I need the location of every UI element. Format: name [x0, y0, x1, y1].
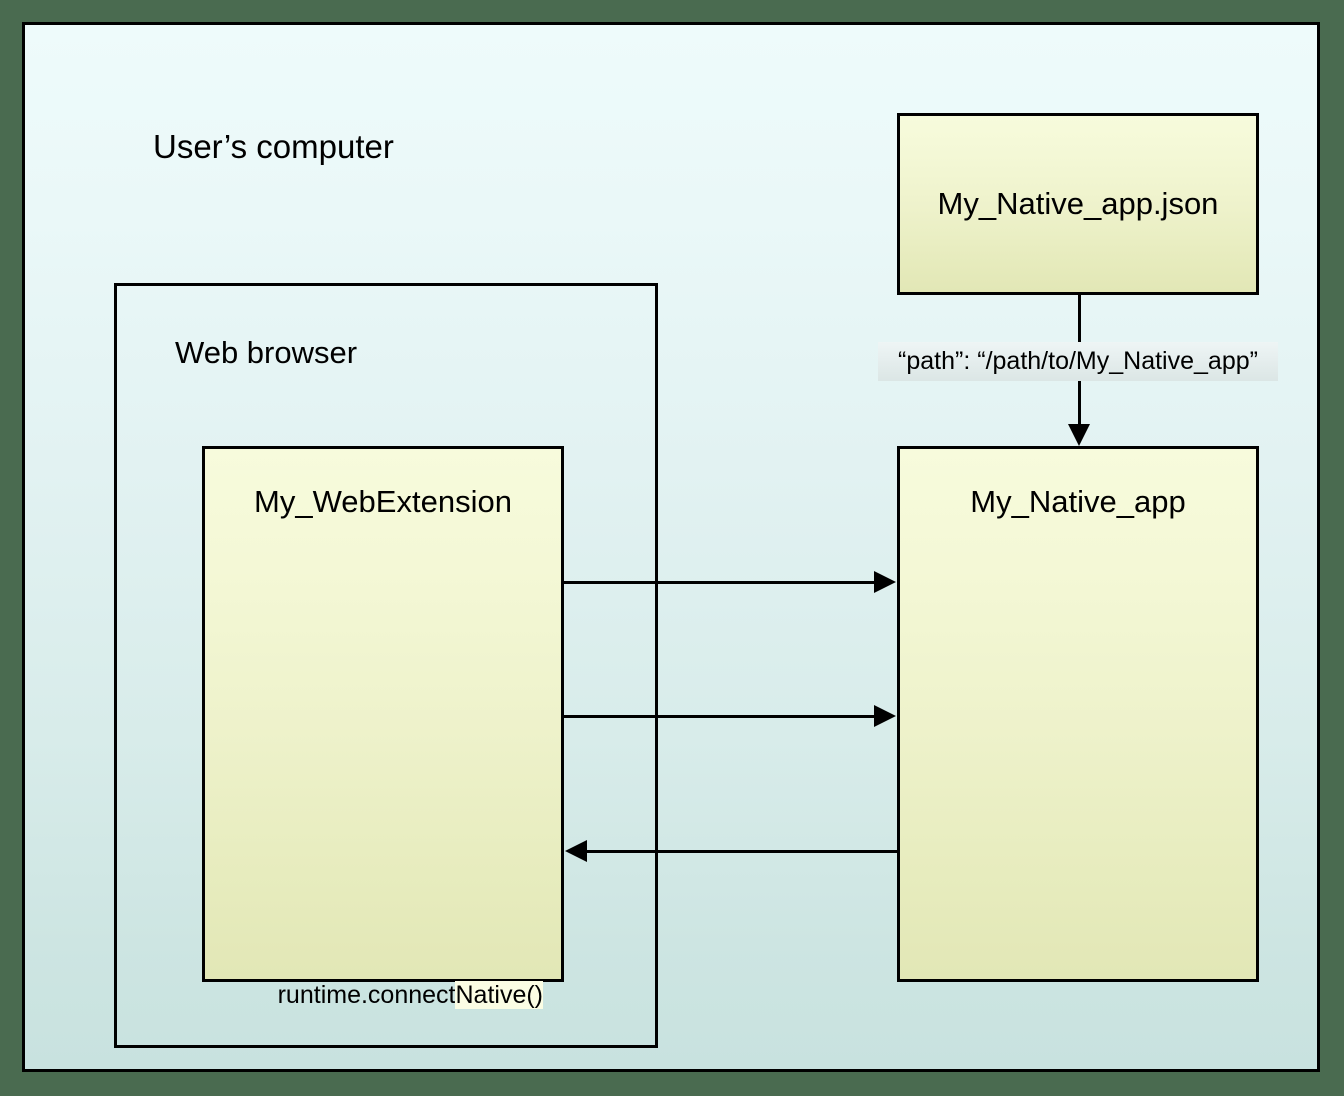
api-connect-native-highlight: Native(): [455, 981, 543, 1009]
manifest-path-annotation: “path”: “/path/to/My_Native_app”: [878, 342, 1278, 381]
native-app-title: My_Native_app: [970, 484, 1186, 519]
api-connect-native-label: runtime.connectNative(): [276, 979, 545, 1012]
arrowhead-on-message: [565, 840, 587, 862]
connector-post-message: [564, 715, 874, 718]
connector-on-message: [587, 850, 897, 853]
users-computer-label: User’s computer: [153, 128, 394, 165]
arrowhead-post-message: [874, 705, 896, 727]
webextension-box[interactable]: My_WebExtension runtime.connectNative() …: [202, 446, 564, 1009]
connector-manifest-to-annotation: [1078, 295, 1081, 342]
arrowhead-manifest-to-native-app: [1068, 424, 1090, 446]
native-app-manifest-box[interactable]: My_Native_app.json: [897, 113, 1259, 295]
native-app-box[interactable]: My_Native_app stdin.read() stdout.write(…: [897, 446, 1259, 982]
web-browser-label: Web browser: [175, 335, 358, 370]
arrowhead-connect-native: [874, 571, 896, 593]
users-computer-panel: User’s computer Web browser My_Native_ap…: [22, 22, 1320, 1072]
connector-annotation-to-native-app: [1078, 381, 1081, 426]
webextension-title: My_WebExtension: [254, 484, 512, 519]
api-connect-native-prefix: runtime.connect: [277, 981, 456, 1009]
native-app-manifest-title: My_Native_app.json: [937, 186, 1219, 221]
web-browser-container: [114, 283, 658, 1048]
connector-connect-native: [564, 581, 874, 584]
